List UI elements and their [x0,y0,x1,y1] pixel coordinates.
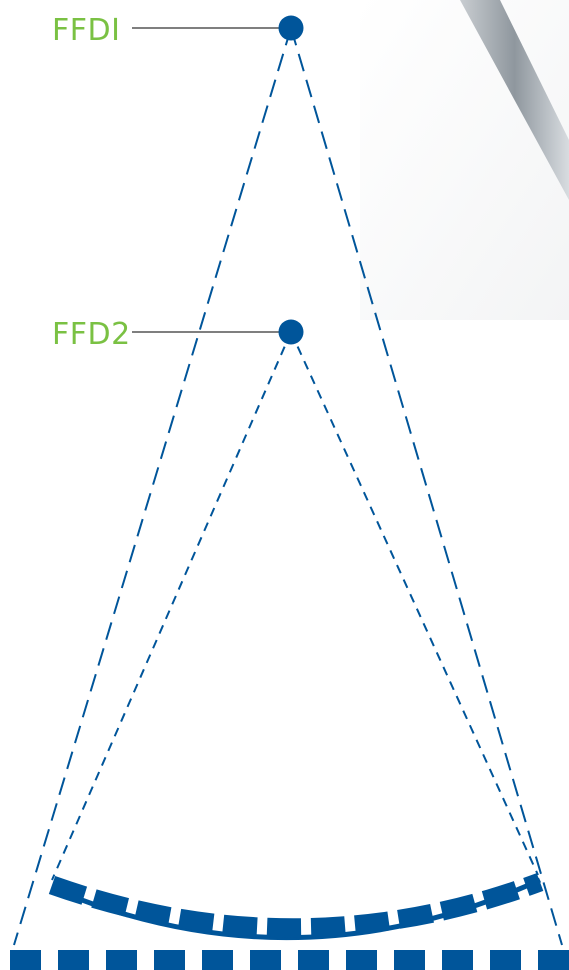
beam-line-ffd1-left [13,27,292,946]
beam-line-ffd2-left [51,331,292,881]
flat-detector-segment [106,950,137,970]
label-ffd1: FFDI [52,13,120,48]
flat-detector-segment [298,950,329,970]
flat-detector-segment [538,950,569,970]
focal-point-ffd2 [278,319,304,345]
beam-line-ffd1-right [290,27,563,946]
beam-line-ffd2-right [290,331,539,876]
focal-point-ffd1 [278,15,304,41]
flat-detector-segment [442,950,473,970]
flat-detector-segment [10,950,41,970]
beam-lines-ffd2 [51,331,539,881]
flat-detector-segment [346,950,377,970]
flat-detector-segment [154,950,185,970]
curved-detector-segments [48,873,544,938]
label-ffd2: FFD2 [52,317,131,352]
flat-detector-segment [394,950,425,970]
flat-detector-segment [202,950,233,970]
background-panel [360,0,569,320]
equipment-edge [460,0,569,200]
flat-detector-segment [250,950,281,970]
curved-detector [48,873,544,941]
flat-detector [10,950,569,970]
flat-detector-segment [490,950,521,970]
flat-detector-segment [58,950,89,970]
beam-lines-ffd1 [13,27,563,946]
